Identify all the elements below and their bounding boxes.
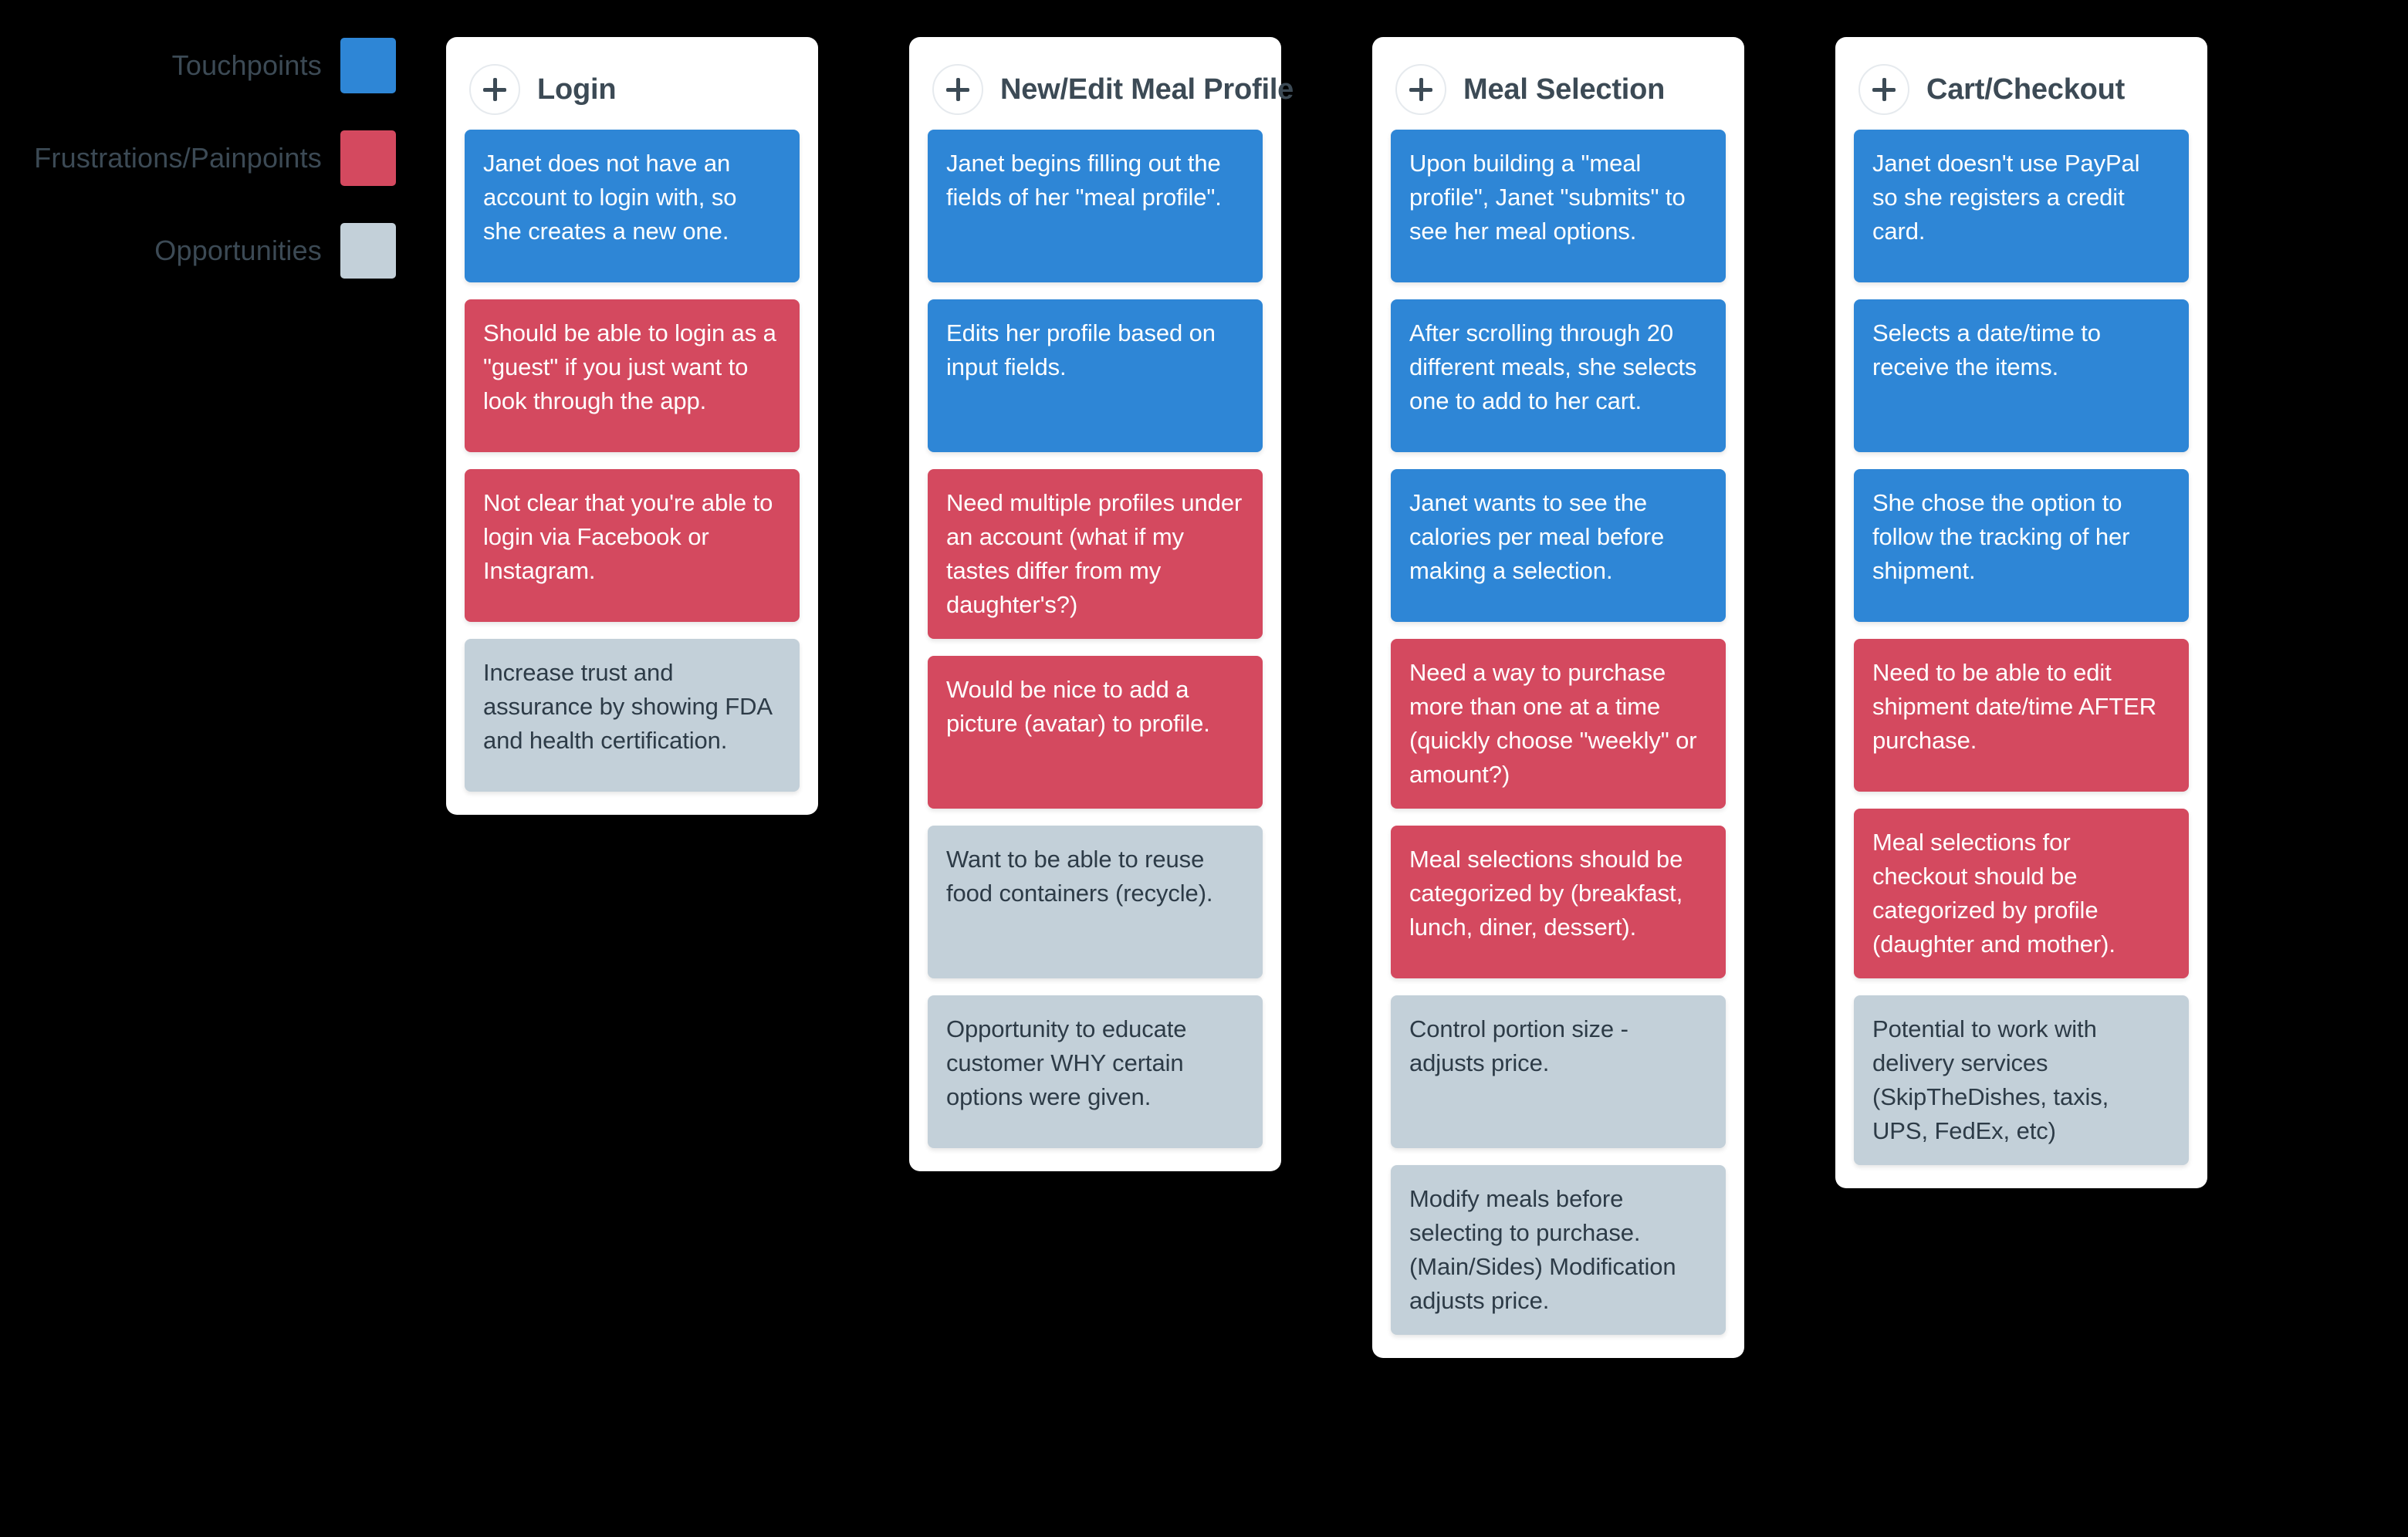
column-header: New/Edit Meal Profile	[928, 57, 1294, 122]
sticky-card-opportunity[interactable]: Potential to work with delivery services…	[1854, 995, 2189, 1166]
sticky-card-opportunity[interactable]: Control portion size - adjusts price.	[1391, 995, 1726, 1149]
legend-item-frustration: Frustrations/Painpoints	[0, 130, 446, 187]
card-list: Janet doesn't use PayPal so she register…	[1854, 130, 2189, 1166]
sticky-card-frustration[interactable]: Not clear that you're able to login via …	[465, 469, 800, 622]
sticky-card-touchpoint[interactable]: Janet wants to see the calories per meal…	[1391, 469, 1726, 622]
column-header: Cart/Checkout	[1854, 57, 2189, 122]
legend-item-label: Touchpoints	[171, 49, 322, 81]
legend-item-label: Frustrations/Painpoints	[34, 142, 322, 174]
column-header: Meal Selection	[1391, 57, 1726, 122]
sticky-card-frustration[interactable]: Should be able to login as a "guest" if …	[465, 299, 800, 452]
plus-icon[interactable]	[1395, 64, 1446, 115]
sticky-card-touchpoint[interactable]: Edits her profile based on input fields.	[928, 299, 1263, 452]
sticky-card-frustration[interactable]: Need to be able to edit shipment date/ti…	[1854, 639, 2189, 792]
column-header: Login	[465, 57, 800, 122]
column-title: Cart/Checkout	[1926, 73, 2126, 106]
sticky-card-frustration[interactable]: Need a way to purchase more than one at …	[1391, 639, 1726, 809]
sticky-card-touchpoint[interactable]: After scrolling through 20 different mea…	[1391, 299, 1726, 452]
sticky-card-frustration[interactable]: Meal selections should be categorized by…	[1391, 826, 1726, 979]
legend-item-opportunity: Opportunities	[0, 222, 446, 279]
sticky-card-touchpoint[interactable]: Janet doesn't use PayPal so she register…	[1854, 130, 2189, 282]
legend-item-touchpoint: Touchpoints	[0, 37, 446, 94]
card-list: Janet begins filling out the fields of h…	[928, 130, 1263, 1149]
plus-icon[interactable]	[1858, 64, 1909, 115]
column-title: Meal Selection	[1463, 73, 1666, 106]
card-list: Upon building a "meal profile", Janet "s…	[1391, 130, 1726, 1336]
sticky-card-touchpoint[interactable]: She chose the option to follow the track…	[1854, 469, 2189, 622]
sticky-card-opportunity[interactable]: Opportunity to educate customer WHY cert…	[928, 995, 1263, 1149]
card-list: Janet does not have an account to login …	[465, 130, 800, 792]
sticky-card-frustration[interactable]: Meal selections for checkout should be c…	[1854, 809, 2189, 979]
sticky-card-frustration[interactable]: Would be nice to add a picture (avatar) …	[928, 656, 1263, 809]
legend-swatch-touchpoint	[340, 38, 396, 93]
plus-icon[interactable]	[469, 64, 520, 115]
column-title: Login	[537, 73, 617, 106]
legend-swatch-opportunity	[340, 223, 396, 279]
legend-item-label: Opportunities	[154, 235, 322, 266]
sticky-card-opportunity[interactable]: Want to be able to reuse food containers…	[928, 826, 1263, 979]
sticky-card-touchpoint[interactable]: Janet begins filling out the fields of h…	[928, 130, 1263, 282]
plus-icon[interactable]	[932, 64, 983, 115]
legend-swatch-frustration	[340, 130, 396, 186]
sticky-card-opportunity[interactable]: Modify meals before selecting to purchas…	[1391, 1165, 1726, 1336]
sticky-card-touchpoint[interactable]: Selects a date/time to receive the items…	[1854, 299, 2189, 452]
sticky-card-touchpoint[interactable]: Janet does not have an account to login …	[465, 130, 800, 282]
sticky-card-frustration[interactable]: Need multiple profiles under an account …	[928, 469, 1263, 640]
sticky-card-touchpoint[interactable]: Upon building a "meal profile", Janet "s…	[1391, 130, 1726, 282]
column-title: New/Edit Meal Profile	[1000, 73, 1294, 106]
sticky-card-opportunity[interactable]: Increase trust and assurance by showing …	[465, 639, 800, 792]
